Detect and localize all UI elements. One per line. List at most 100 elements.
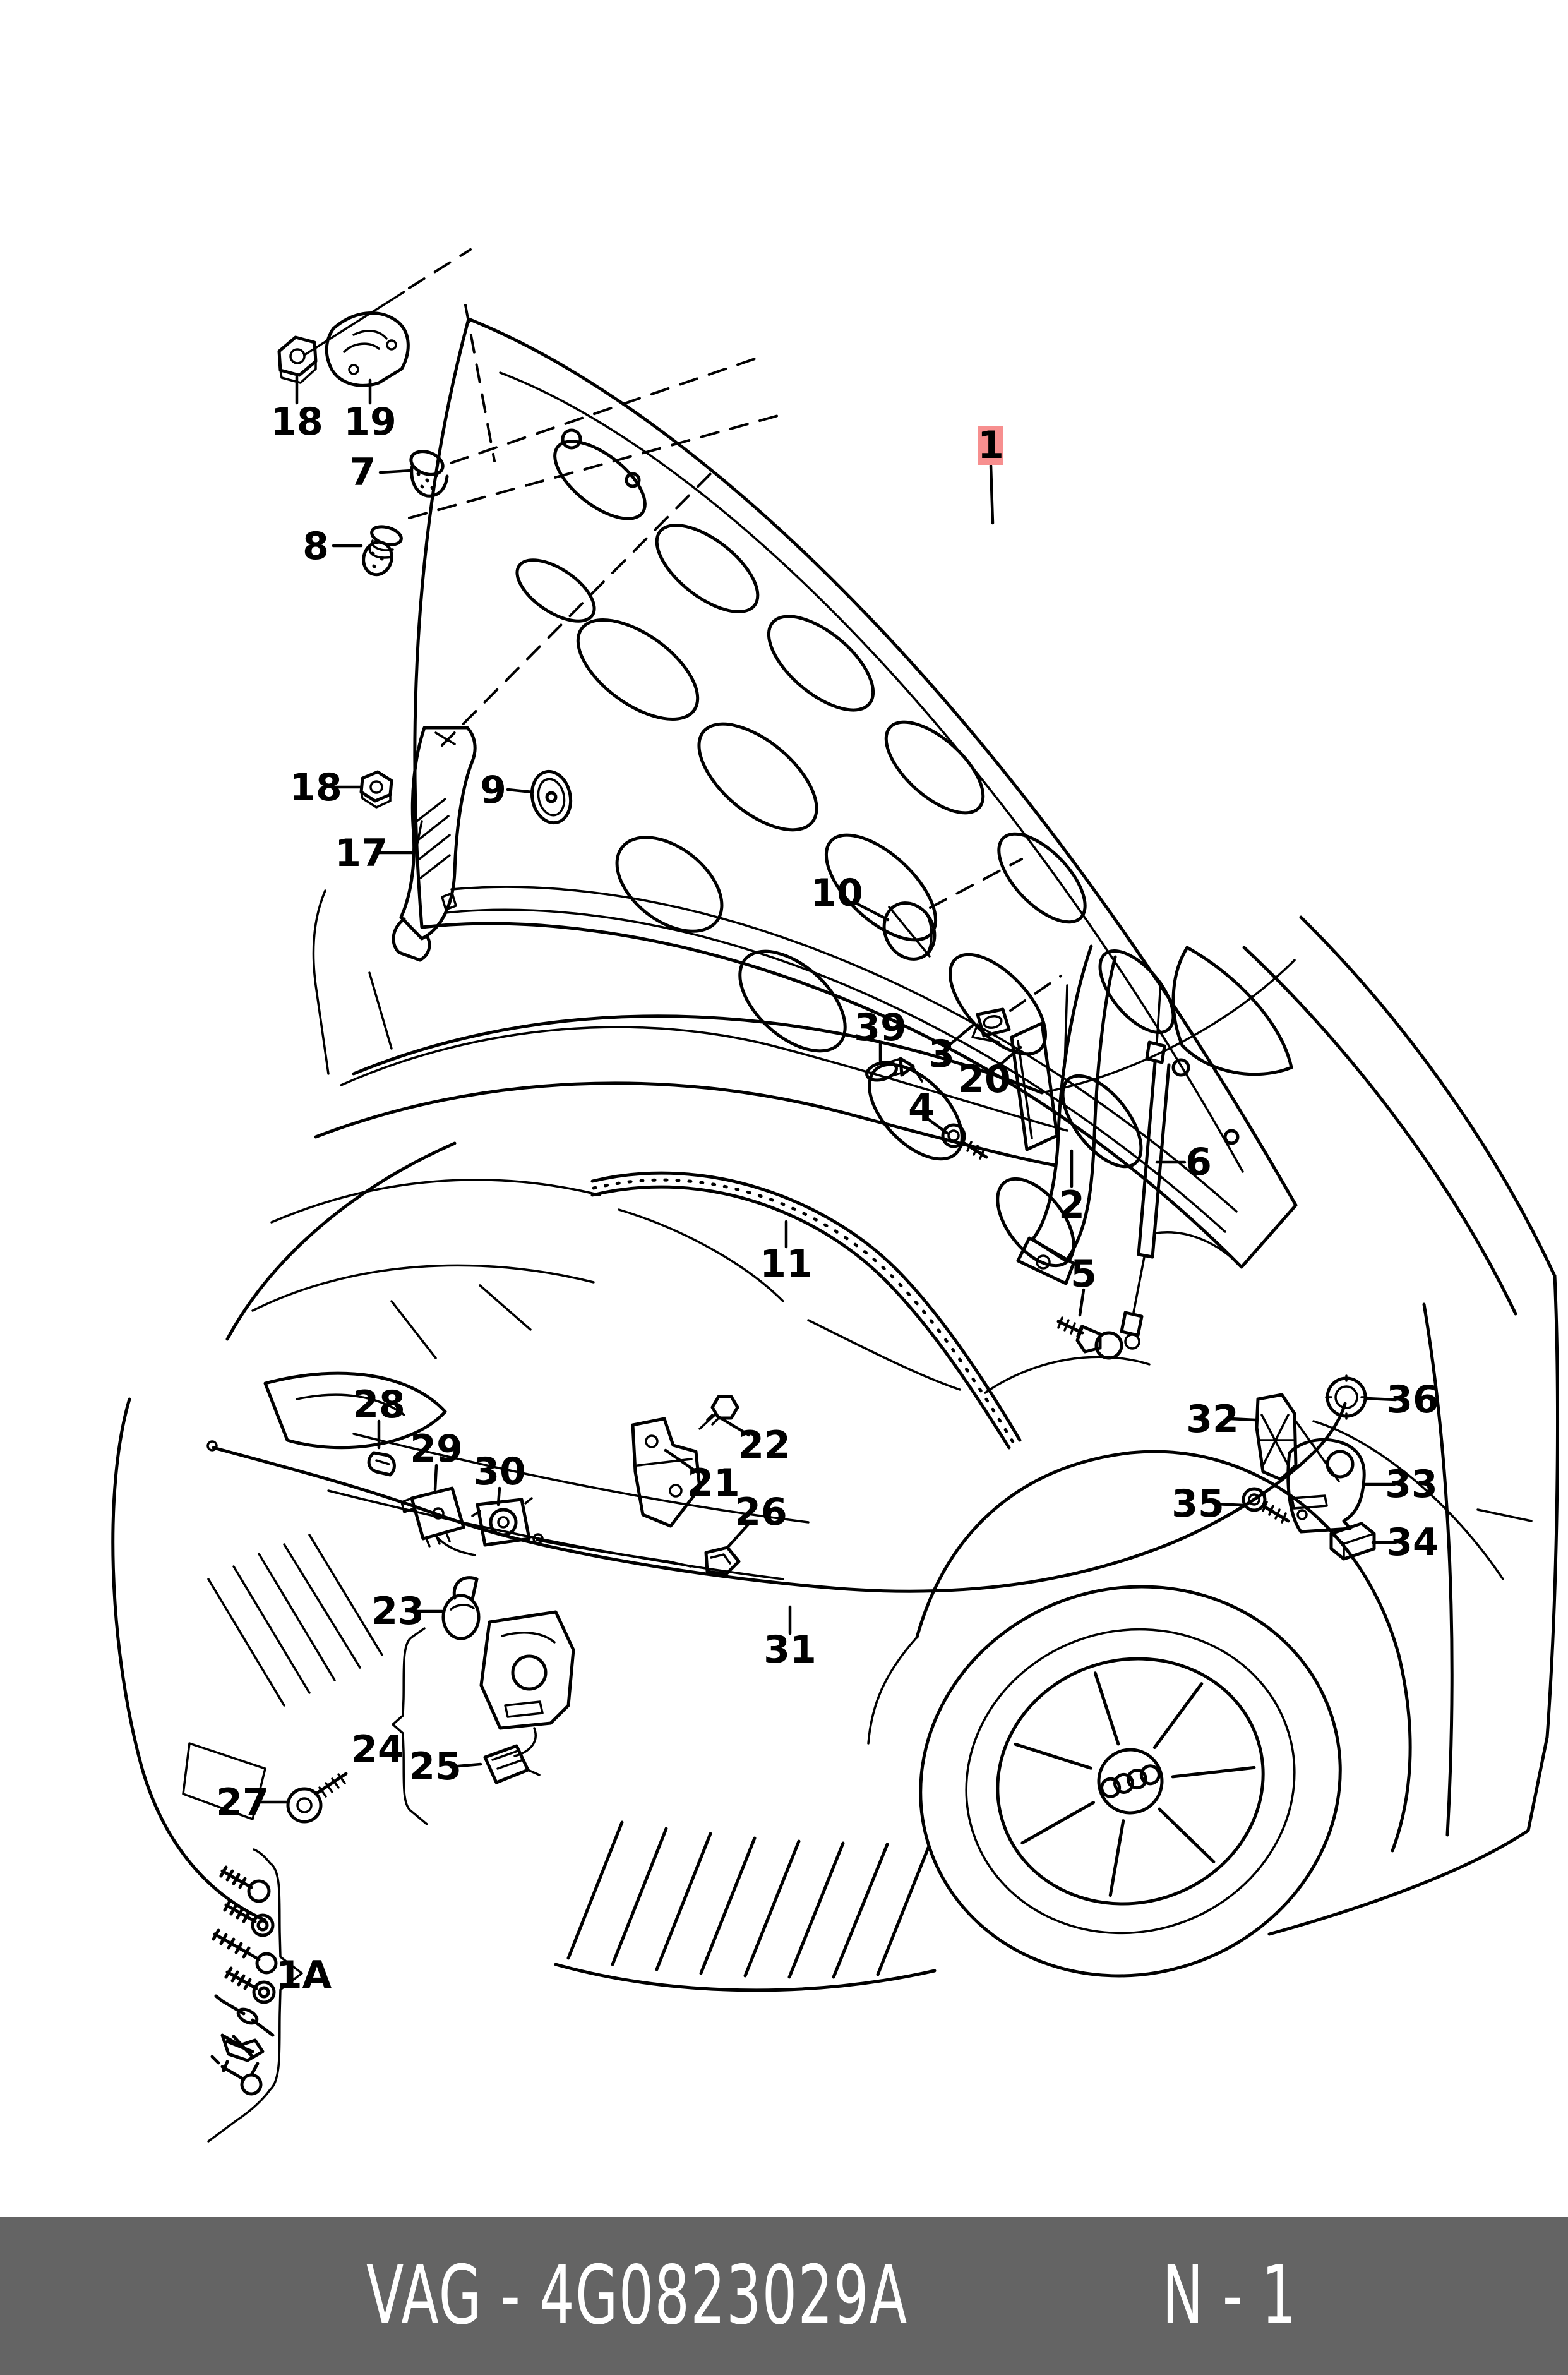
part-callout-18[interactable]: 18 [289,766,342,810]
part-icon-18-nut-lower [359,770,393,809]
part-callout-39[interactable]: 39 [854,1006,907,1050]
part-callout-5[interactable]: 5 [1070,1252,1097,1296]
part-callout-7[interactable]: 7 [349,450,376,495]
part-icon-22-bolt [698,1395,739,1430]
body-front-bumper [111,1371,447,1922]
part-callout-25[interactable]: 25 [409,1745,462,1789]
callout-number: 18 [270,400,323,444]
part-callout-31[interactable]: 31 [763,1628,817,1672]
part-icon-9-grommet-disc [530,769,573,825]
callout-number: 27 [216,1781,269,1825]
part-callout-3[interactable]: 3 [928,1032,955,1076]
part-callout-22[interactable]: 22 [738,1423,791,1467]
callout-highlight-box [978,426,1003,465]
part-callout-23[interactable]: 23 [371,1589,424,1633]
leader-line [715,1414,751,1437]
part-callout-24[interactable]: 24 [351,1728,404,1772]
wheel-spokes [1014,1671,1256,1897]
part-icon-30-bracket [471,1497,533,1547]
part-callout-33[interactable]: 33 [1385,1462,1438,1506]
callout-number: 30 [473,1450,526,1494]
leader-line [1213,1502,1246,1507]
part-callout-21[interactable]: 21 [687,1461,740,1505]
callout-number: 34 [1386,1520,1439,1565]
part-callout-10[interactable]: 10 [810,871,863,915]
part-callout-4[interactable]: 4 [908,1086,935,1130]
part-callout-8[interactable]: 8 [302,524,329,568]
part-callout-11[interactable]: 11 [760,1242,813,1286]
callout-number: 4 [908,1086,935,1130]
brace-part-1A [207,1848,303,2143]
callout-number: 26 [734,1490,787,1534]
callout-number: 24 [351,1728,404,1772]
body-engine-bay [225,889,1151,1580]
part-icon-29-latch-switch [400,1486,476,1556]
part-callout-36[interactable]: 36 [1386,1378,1439,1422]
callout-number: 5 [1070,1252,1097,1296]
part-callout-29[interactable]: 29 [410,1427,463,1471]
callout-number: 28 [352,1383,405,1427]
body-windshield-a-pillar [1041,915,1557,1316]
part-icon-23-lock-cap [441,1576,481,1640]
part-callout-2[interactable]: 2 [1058,1183,1085,1227]
part-icon-27-bolt [286,1772,348,1824]
front-fender-arch [867,1450,1412,1853]
part-callout-20[interactable]: 20 [958,1057,1011,1102]
footer-bar: VAG - 4G0823029A N - 1 [0,2217,1568,2375]
fastener-kit-1A [207,1848,303,2143]
leader-line [926,1117,949,1135]
part-icon-28-clip [367,1451,396,1477]
leader-line [949,1023,976,1046]
part-callout-17[interactable]: 17 [335,831,388,875]
part-callout-32[interactable]: 32 [1186,1397,1239,1441]
part-callout-1A[interactable]: 1A [276,1953,332,1997]
callout-number: 25 [409,1745,462,1789]
part-callout-34[interactable]: 34 [1386,1520,1439,1565]
part-icon-35-screw [1242,1487,1290,1524]
hood-lock-part-24 [479,1610,575,1757]
leader-line [1078,1288,1086,1317]
part-icon-34-striker-block [1329,1522,1376,1561]
callout-number: 18 [289,766,342,810]
part-callout-28[interactable]: 28 [352,1383,405,1427]
lower-intake-hatching [554,1820,937,1992]
leader-line [993,1045,1022,1071]
brace-part-24 [392,1627,428,1825]
leader-line [664,1448,700,1475]
part-callout-35[interactable]: 35 [1171,1482,1224,1526]
part-callout-30[interactable]: 30 [473,1450,526,1494]
callout-number: 36 [1386,1378,1439,1422]
part-icon-25-connector [483,1744,541,1784]
part-icon-7-grommet [409,450,449,498]
part-callout-19[interactable]: 19 [344,400,397,444]
callout-number: 1 [978,423,1004,467]
part-callout-18[interactable]: 18 [270,400,323,444]
callout-number: 29 [410,1427,463,1471]
leader-line [1365,1397,1397,1402]
leader-line [433,1464,438,1491]
callout-number: 39 [854,1006,907,1050]
leader-line [496,1486,501,1506]
audi-rings-logo [1100,1764,1161,1798]
callout-number: 17 [335,831,388,875]
part-icon-3-clip-nut [971,1007,1011,1043]
part-icon-17-hinge-arm [392,726,477,962]
callout-number: 22 [738,1423,791,1467]
callout-number: 35 [1171,1482,1224,1526]
front-wheel [919,1585,1342,1978]
callout-number: 20 [958,1057,1011,1102]
part-callout-1-highlighted[interactable]: 1 [978,423,1004,467]
part-callout-26[interactable]: 26 [734,1490,787,1534]
part-callout-6[interactable]: 6 [1185,1140,1212,1184]
part-icon-10-plug-disc [882,901,937,961]
seal-strip-part-11 [590,1171,1022,1450]
part-callout-27[interactable]: 27 [216,1781,269,1825]
callout-number: 32 [1186,1397,1239,1441]
part-icon-21-bracket [631,1417,702,1528]
callout-number: 19 [344,400,397,444]
leader-line [1228,1417,1257,1422]
leader-line [726,1520,752,1549]
part-callout-9[interactable]: 9 [480,768,506,812]
